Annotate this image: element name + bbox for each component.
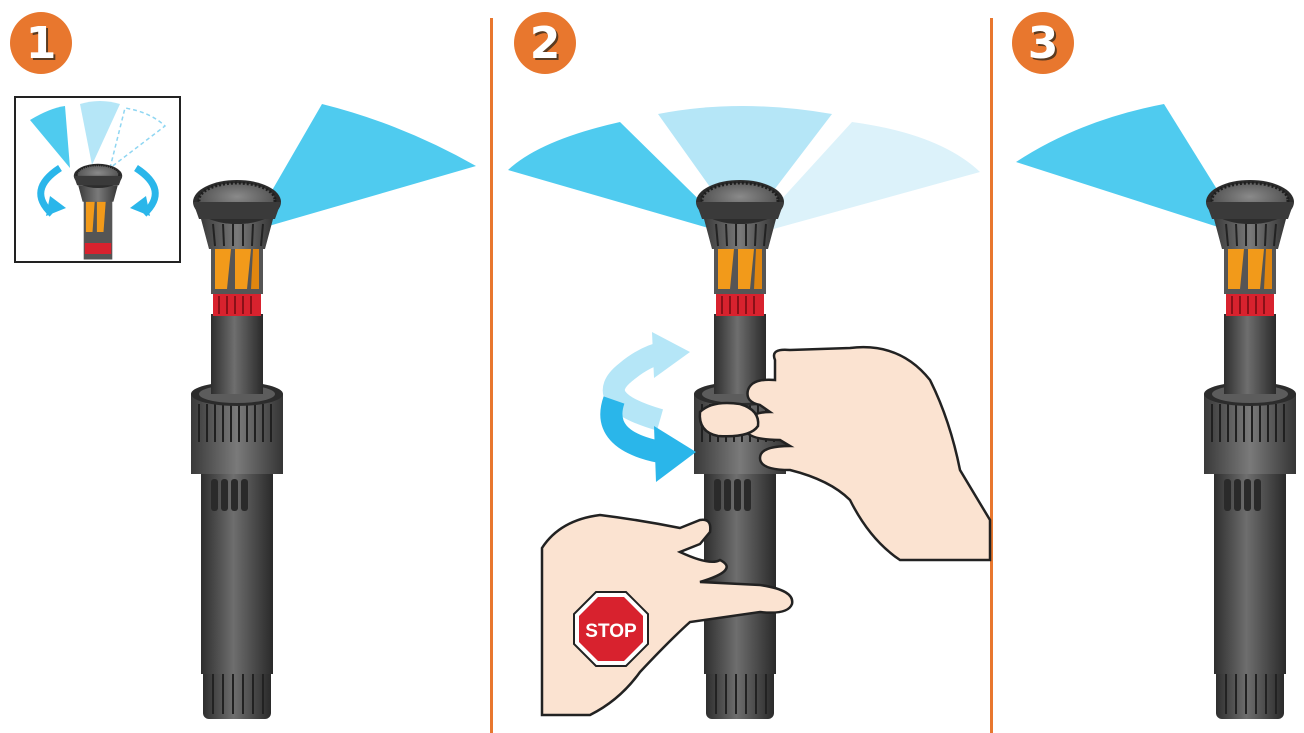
spray-arc-1 — [248, 104, 476, 232]
stop-sign-icon: STOP — [574, 592, 648, 666]
rotate-arrow-icon — [611, 332, 696, 482]
sprinkler-3 — [1204, 180, 1296, 719]
hand-icon — [745, 347, 990, 560]
inset-adjust-diagram — [15, 97, 180, 262]
stop-sign-label: STOP — [585, 621, 637, 642]
sprinkler-1 — [191, 180, 283, 719]
